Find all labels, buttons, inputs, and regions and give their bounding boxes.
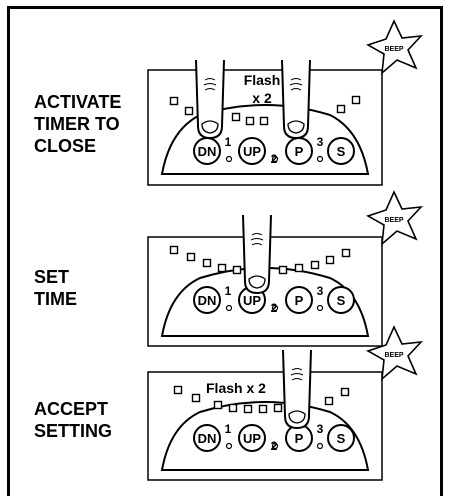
num-2: 2 [271, 301, 278, 315]
step-2-beep-text: BEEP [384, 217, 403, 224]
step-3-beep-star: BEEP [367, 326, 422, 380]
num-3: 3 [317, 284, 324, 298]
btn-up-label: UP [243, 293, 261, 308]
step-2-panel [147, 214, 383, 347]
num-2: 2 [271, 152, 278, 166]
num-1: 1 [225, 284, 232, 298]
diagram-frame [7, 6, 443, 496]
step-1-beep-star: BEEP [367, 20, 422, 74]
num-3: 3 [317, 422, 324, 436]
num-3: 3 [317, 135, 324, 149]
num-1: 1 [225, 422, 232, 436]
btn-s-label: S [337, 293, 346, 308]
step-1-flash-line2: x 2 [252, 90, 272, 106]
btn-dn-label: DN [198, 144, 217, 159]
btn-p-label: P [295, 431, 304, 446]
num-2: 2 [271, 439, 278, 453]
step-3-beep-text: BEEP [384, 352, 403, 359]
btn-p-label: P [295, 144, 304, 159]
btn-dn-label: DN [198, 431, 217, 446]
btn-dn-label: DN [198, 293, 217, 308]
btn-s-label: S [337, 431, 346, 446]
step-1-panel [147, 59, 383, 186]
step-3-panel [147, 349, 383, 481]
step-2-beep-star: BEEP [367, 191, 422, 245]
btn-s-label: S [337, 144, 346, 159]
btn-up-label: UP [243, 144, 261, 159]
step-3-flash: Flash x 2 [206, 380, 266, 396]
step-3-label: ACCEPT SETTING [34, 399, 113, 441]
step-2-label: SET TIME [34, 267, 77, 309]
num-1: 1 [225, 135, 232, 149]
btn-up-label: UP [243, 431, 261, 446]
step-1-label: ACTIVATE TIMER TO CLOSE [34, 92, 122, 156]
step-1-flash-line1: Flash [244, 72, 281, 88]
step-1-beep-text: BEEP [384, 46, 403, 53]
btn-p-label: P [295, 293, 304, 308]
